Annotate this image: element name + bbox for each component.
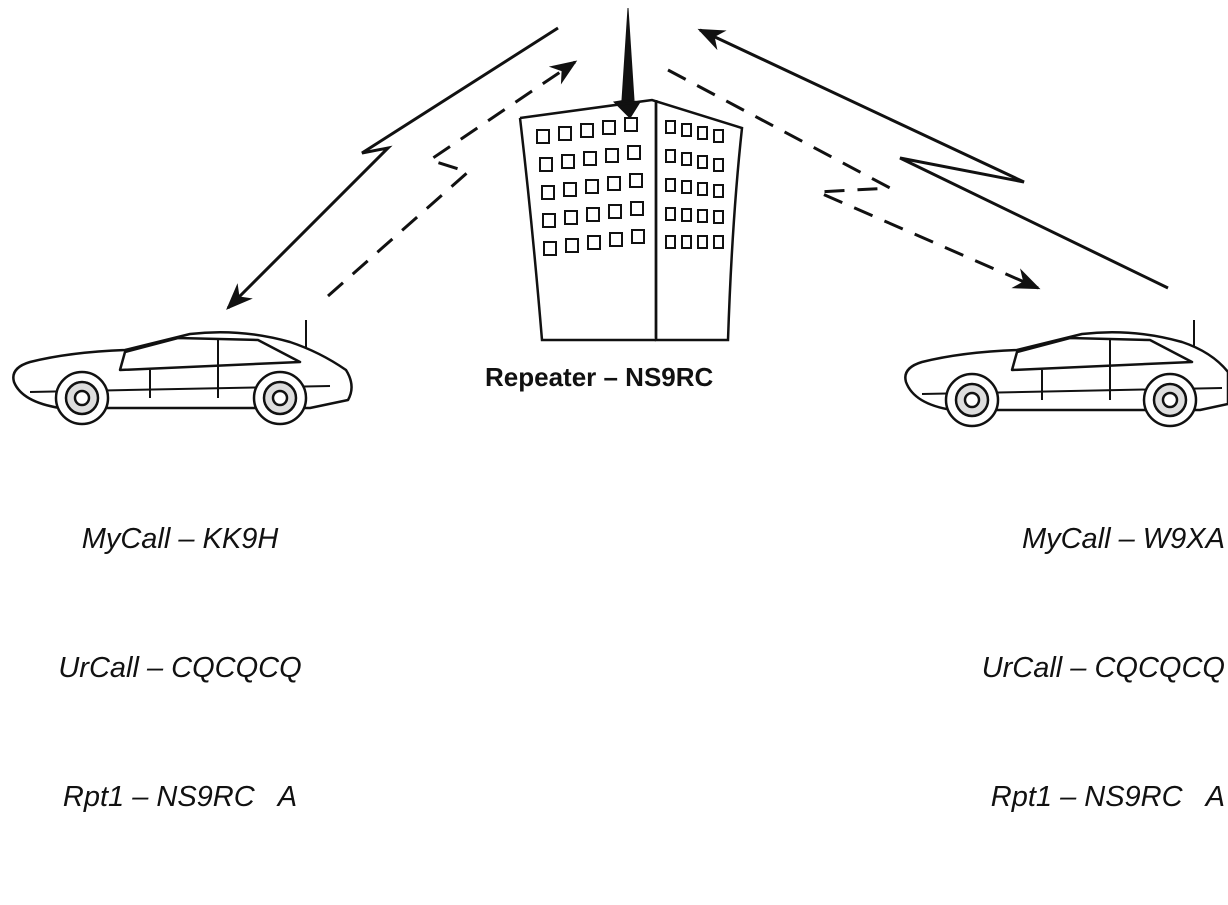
left-station-info: MyCall – KK9H UrCall – CQCQCQ Rpt1 – NS9… [35,432,325,905]
left-mycall: MyCall – KK9H [81,523,279,555]
right-station-info: MyCall – W9XA UrCall – CQCQCQ Rpt1 – NS9… [940,432,1225,905]
building-windows [536,117,724,256]
repeater-label: Repeater – NS9RC [485,362,714,392]
diagram-canvas [12,7,1228,428]
left-dashed-link [327,60,578,298]
right-mycall: MyCall – W9XA [1021,523,1225,555]
right-dashed-link [667,68,1041,290]
right-solid-link [697,28,1169,290]
left-solid-link [226,26,559,310]
right-car-icon [904,320,1228,428]
repeater-building-icon [518,7,744,342]
left-urcall: UrCall – CQCQCQ [58,652,302,684]
repeater-diagram: Repeater – NS9RC MyCall – KK9H UrCall – … [12,7,1228,813]
right-rpt1: Rpt1 – NS9RC A [990,781,1225,813]
left-rpt1: Rpt1 – NS9RC A [62,781,298,813]
left-car-icon [12,320,353,426]
right-urcall: UrCall – CQCQCQ [981,652,1225,684]
